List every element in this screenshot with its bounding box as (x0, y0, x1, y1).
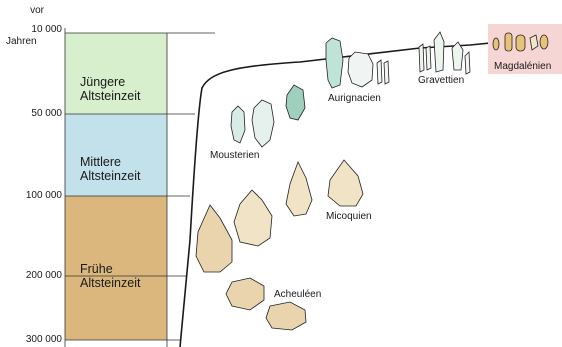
culture-label-micoquien: Micoquien (326, 211, 372, 222)
period-label-middle: Mittlere Altsteinzeit (80, 155, 140, 183)
culture-label-gravettien: Gravettien (418, 75, 464, 86)
aurignacien-tools (326, 38, 389, 88)
gravettien-tools (419, 32, 470, 74)
mousterien-tools (231, 85, 305, 147)
axis-tick-label-300000: 300 000 (0, 334, 62, 345)
axis-tick-label-10000: 10 000 (0, 24, 62, 35)
culture-label-mousterien: Mousterien (210, 150, 259, 161)
culture-label-magdalenien: Magdalénien (494, 61, 551, 72)
culture-label-aurignacien: Aurignacien (328, 93, 381, 104)
axis-unit-top: vor (0, 5, 44, 16)
axis-unit-bottom: Jahren (6, 36, 62, 47)
axis-tick-label-50000: 50 000 (0, 108, 62, 119)
axis-tick-label-200000: 200 000 (0, 270, 62, 281)
period-label-upper: Jüngere Altsteinzeit (80, 75, 140, 103)
culture-label-acheuleen: Acheuléen (274, 289, 321, 300)
micoquien-tools (234, 160, 363, 246)
period-label-lower: Frühe Altsteinzeit (80, 262, 140, 290)
axis-tick-label-100000: 100 000 (0, 190, 62, 201)
